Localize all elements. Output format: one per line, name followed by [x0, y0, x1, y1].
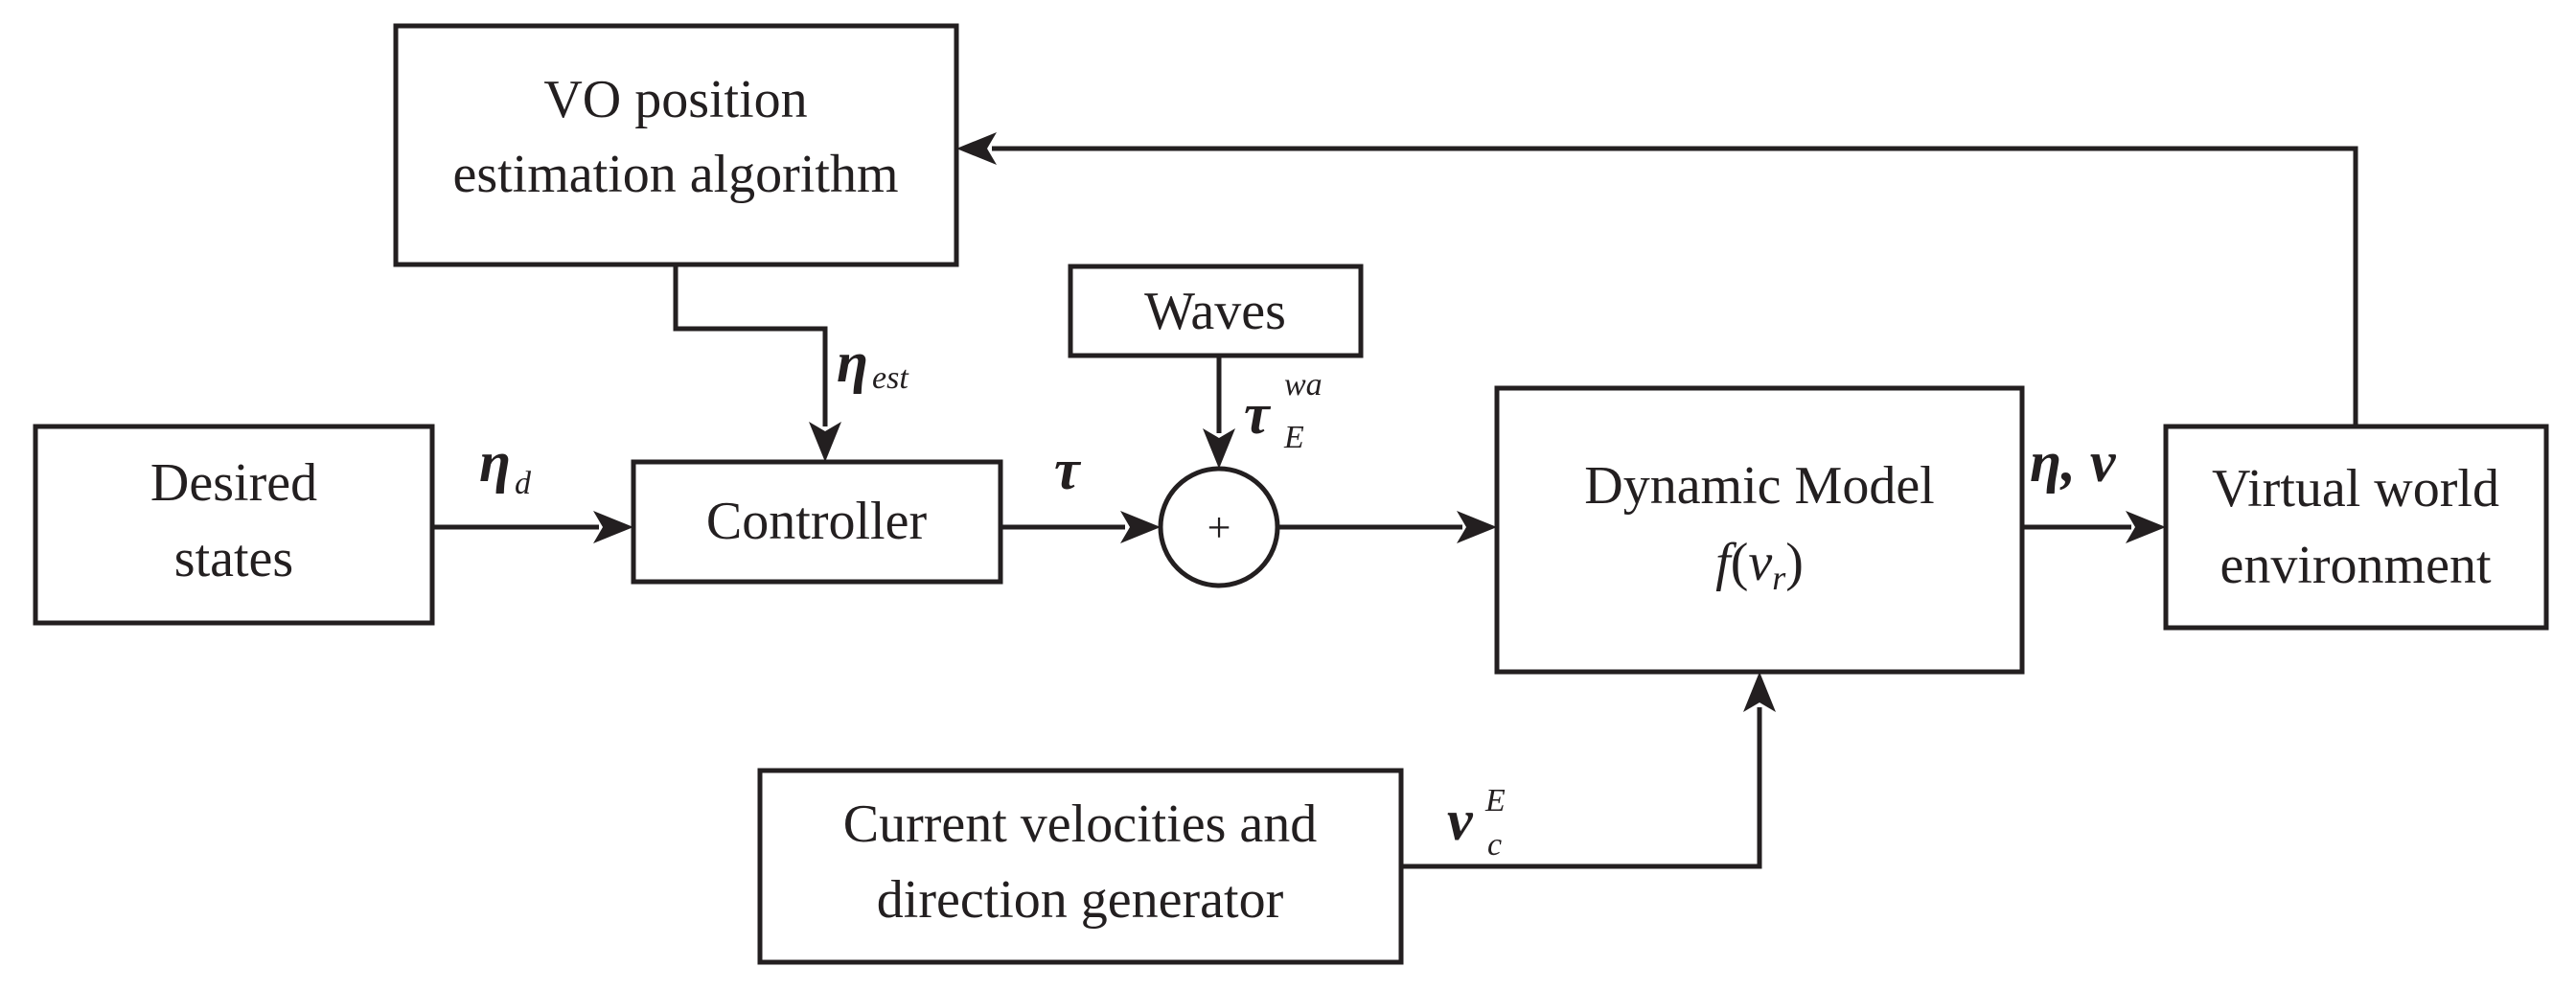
- desired-block-label-line1: Desired: [150, 453, 317, 513]
- virtual-block-label-line2: environment: [2220, 536, 2491, 595]
- function-arg-v: v: [1748, 533, 1772, 592]
- signal-eta-est: η est: [837, 331, 909, 396]
- eta-v-label: η, v: [2030, 430, 2117, 494]
- waves-block-label: Waves: [1144, 282, 1286, 341]
- signal-tau: τ: [1054, 438, 1082, 501]
- dynamic-model-function: f(vr): [1715, 533, 1804, 597]
- v-c-subscript: c: [1487, 827, 1502, 863]
- wire-current-to-dynamic-model: [1401, 672, 1776, 869]
- wire-vo-to-controller: [673, 265, 841, 462]
- desired-block-label-line2: states: [174, 529, 293, 588]
- arrowhead-desired-to-controller: [593, 511, 633, 543]
- signal-eta-d: η d: [479, 430, 532, 501]
- v-c-symbol: v: [1447, 789, 1474, 852]
- wire-desired-to-controller: [432, 511, 633, 543]
- dynamic-model-label: Dynamic Model: [1584, 456, 1934, 516]
- virtual-block-label-line1: Virtual world: [2212, 459, 2499, 518]
- wire-controller-to-sum: [1000, 511, 1161, 543]
- wire-virtual-world-feedback-to-vo: [956, 132, 2358, 426]
- desired-states-block: Desired states: [33, 424, 435, 626]
- tau-wave-subscript: E: [1283, 420, 1304, 455]
- controller-block-label: Controller: [706, 492, 928, 551]
- paren-open: (: [1731, 533, 1749, 592]
- arrowhead-controller-to-sum: [1120, 511, 1161, 543]
- sum-plus-sign: +: [1208, 504, 1231, 551]
- arrowhead-into-controller: [809, 422, 841, 462]
- virtual-world-block: Virtual world environment: [2163, 424, 2549, 631]
- tau-symbol: τ: [1054, 438, 1082, 501]
- signal-tau-wave: τ wa E: [1244, 367, 1322, 455]
- controller-block: Controller: [631, 459, 1003, 585]
- eta-d-subscript: d: [515, 466, 532, 501]
- arrowhead-feedback-into-vo: [956, 132, 997, 165]
- vo-block-label-line2: estimation algorithm: [452, 145, 898, 204]
- eta-est-subscript: est: [872, 360, 909, 396]
- eta-est-symbol: η: [837, 331, 868, 394]
- tau-wave-symbol: τ: [1244, 382, 1272, 446]
- paren-close: ): [1785, 533, 1804, 592]
- arrowhead-waves-to-sum: [1203, 428, 1235, 469]
- wire-dynamic-model-to-virtual-world: [2022, 511, 2166, 543]
- wire-sum-to-dynamic-model: [1277, 511, 1497, 543]
- tau-wave-superscript: wa: [1284, 367, 1322, 403]
- vo-block-label-line1: VO position: [543, 70, 807, 129]
- signal-eta-v: η, v: [2030, 430, 2117, 494]
- arrowhead-to-virtual-world: [2126, 511, 2166, 543]
- function-arg-sub-r: r: [1772, 559, 1786, 597]
- arrowhead-sum-to-dynamic-model: [1457, 511, 1497, 543]
- eta-d-symbol: η: [479, 430, 511, 494]
- vo-position-estimation-block: VO position estimation algorithm: [393, 23, 959, 267]
- v-c-superscript: E: [1484, 783, 1506, 818]
- waves-block: Waves: [1068, 264, 1364, 358]
- dynamic-model-block: Dynamic Model f(vr): [1494, 385, 2025, 675]
- wire-waves-to-sum: [1203, 356, 1235, 469]
- current-block-label-line1: Current velocities and: [843, 794, 1318, 854]
- current-block-label-line2: direction generator: [877, 870, 1284, 930]
- arrowhead-current-to-dynamic-model: [1743, 672, 1776, 712]
- signal-v-c: v E c: [1447, 783, 1506, 863]
- summing-junction: +: [1158, 466, 1280, 588]
- current-velocities-block: Current velocities and direction generat…: [757, 768, 1404, 965]
